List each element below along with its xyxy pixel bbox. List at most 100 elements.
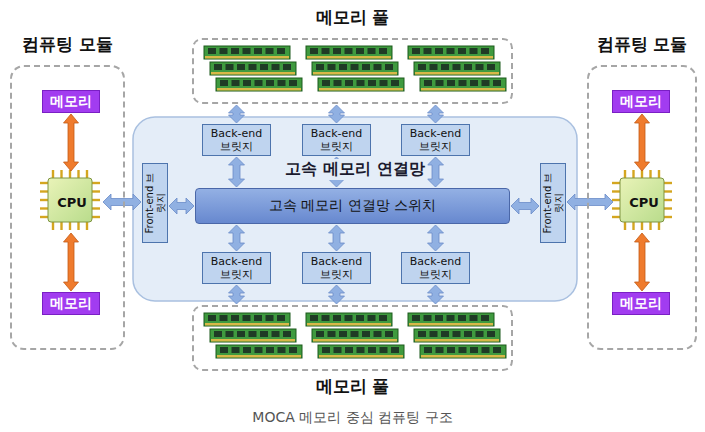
ram-chip xyxy=(255,80,263,86)
ram-chip xyxy=(487,64,495,70)
box-label: Back-end 브릿지 xyxy=(405,127,466,153)
ram-chip xyxy=(464,331,472,337)
ram-stick xyxy=(216,345,302,358)
ram-chip xyxy=(243,315,251,321)
backend-bridge: Back-end 브릿지 xyxy=(302,124,371,156)
heading-label: 컴퓨팅 모듈 xyxy=(22,33,113,56)
ram-chip xyxy=(260,331,268,337)
interconnect-switch: 고속 메모리 연결망 스위치 xyxy=(195,188,510,224)
ram-chip xyxy=(333,48,341,54)
ram-chip xyxy=(356,315,364,321)
ram-chip xyxy=(289,347,297,353)
ram-chip xyxy=(316,331,324,337)
box-label: Back-end 브릿지 xyxy=(206,255,267,281)
ram-stick xyxy=(210,329,296,342)
ram-chip xyxy=(458,315,466,321)
ram-chip xyxy=(249,331,257,337)
ram-chip xyxy=(368,80,376,86)
ram-chip xyxy=(470,80,478,86)
caption: MOCA 메모리 중심 컴퓨팅 구조 xyxy=(0,409,705,427)
interconnect-arrow xyxy=(511,198,539,214)
ram-chip xyxy=(430,64,438,70)
ram-chip xyxy=(374,64,382,70)
ram-chip xyxy=(453,331,461,337)
box-label: 메모리 xyxy=(50,93,92,111)
cpu-chip: CPU xyxy=(42,172,102,232)
ram-contacts xyxy=(409,323,493,326)
ram-chip xyxy=(231,315,239,321)
ram-stick xyxy=(306,46,392,59)
ram-chip xyxy=(424,80,432,86)
ram-chip xyxy=(255,347,263,353)
heading-label: 메모리 풀 xyxy=(316,375,390,398)
interconnect-arrow xyxy=(169,198,194,214)
memory-pool: 메모리 풀 xyxy=(192,305,513,371)
memory-bus-arrow xyxy=(64,114,79,171)
interconnect-region: 고속 메모리 연결망Back-end 브릿지Back-end 브릿지Back-e… xyxy=(133,117,577,301)
interconnect-arrow xyxy=(428,285,444,304)
ram-chip xyxy=(277,48,285,54)
ram-contacts xyxy=(409,56,493,59)
ram-chip xyxy=(310,48,318,54)
ram-contacts xyxy=(307,56,391,59)
ram-stick xyxy=(420,78,506,91)
ram-contacts xyxy=(421,88,505,91)
ram-chip xyxy=(412,48,420,54)
ram-chip xyxy=(266,347,274,353)
box-label: Back-end 브릿지 xyxy=(306,255,367,281)
ram-chip xyxy=(418,331,426,337)
ram-chip xyxy=(412,315,420,321)
ram-chip xyxy=(470,347,478,353)
ram-chip xyxy=(380,347,388,353)
interconnect-arrow xyxy=(229,105,245,123)
ram-stick xyxy=(408,313,494,326)
ram-chip xyxy=(424,48,432,54)
ram-chip xyxy=(278,347,286,353)
ram-stick xyxy=(414,329,500,342)
ram-chip xyxy=(385,331,393,337)
ram-contacts xyxy=(319,355,403,358)
memory-box: 메모리 xyxy=(612,90,670,113)
ram-chip xyxy=(231,48,239,54)
ram-chip xyxy=(435,315,443,321)
ram-chip xyxy=(447,347,455,353)
cpu-chip: CPU xyxy=(614,172,674,232)
ram-chip xyxy=(424,315,432,321)
box-label: 메모리 xyxy=(50,295,92,313)
ram-chip xyxy=(345,48,353,54)
interconnect-arrow xyxy=(329,225,345,251)
interconnect-arrow xyxy=(428,105,444,123)
backend-bridge: Back-end 브릿지 xyxy=(302,252,371,284)
ram-chip xyxy=(362,331,370,337)
ram-stick xyxy=(204,313,290,326)
box-label: Back-end 브릿지 xyxy=(206,127,267,153)
ram-chip xyxy=(391,80,399,86)
ram-chip xyxy=(272,64,280,70)
ram-chip xyxy=(368,347,376,353)
ram-chip xyxy=(316,64,324,70)
memory-bus-arrow xyxy=(635,233,650,291)
ram-contacts xyxy=(415,339,499,342)
ram-chip xyxy=(493,80,501,86)
ram-contacts xyxy=(313,72,397,75)
ram-stick xyxy=(312,329,398,342)
box-label: Front-end 브릿지 xyxy=(542,168,564,238)
ram-contacts xyxy=(211,72,295,75)
memory-box: 메모리 xyxy=(42,90,100,113)
heading-label: 컴퓨팅 모듈 xyxy=(597,33,688,56)
ram-chip xyxy=(464,64,472,70)
ram-chip xyxy=(232,347,240,353)
ram-chip xyxy=(339,331,347,337)
ram-chip xyxy=(254,315,262,321)
ram-chip xyxy=(322,315,330,321)
memory-bus-arrow xyxy=(635,114,650,171)
interconnect-arrow xyxy=(229,225,245,251)
ram-contacts xyxy=(217,355,301,358)
ram-stick xyxy=(216,78,302,91)
ram-chip xyxy=(334,347,342,353)
ram-chip xyxy=(266,80,274,86)
ram-chip xyxy=(328,331,336,337)
backend-bridge: Back-end 브릿지 xyxy=(202,124,271,156)
ram-chip xyxy=(232,80,240,86)
